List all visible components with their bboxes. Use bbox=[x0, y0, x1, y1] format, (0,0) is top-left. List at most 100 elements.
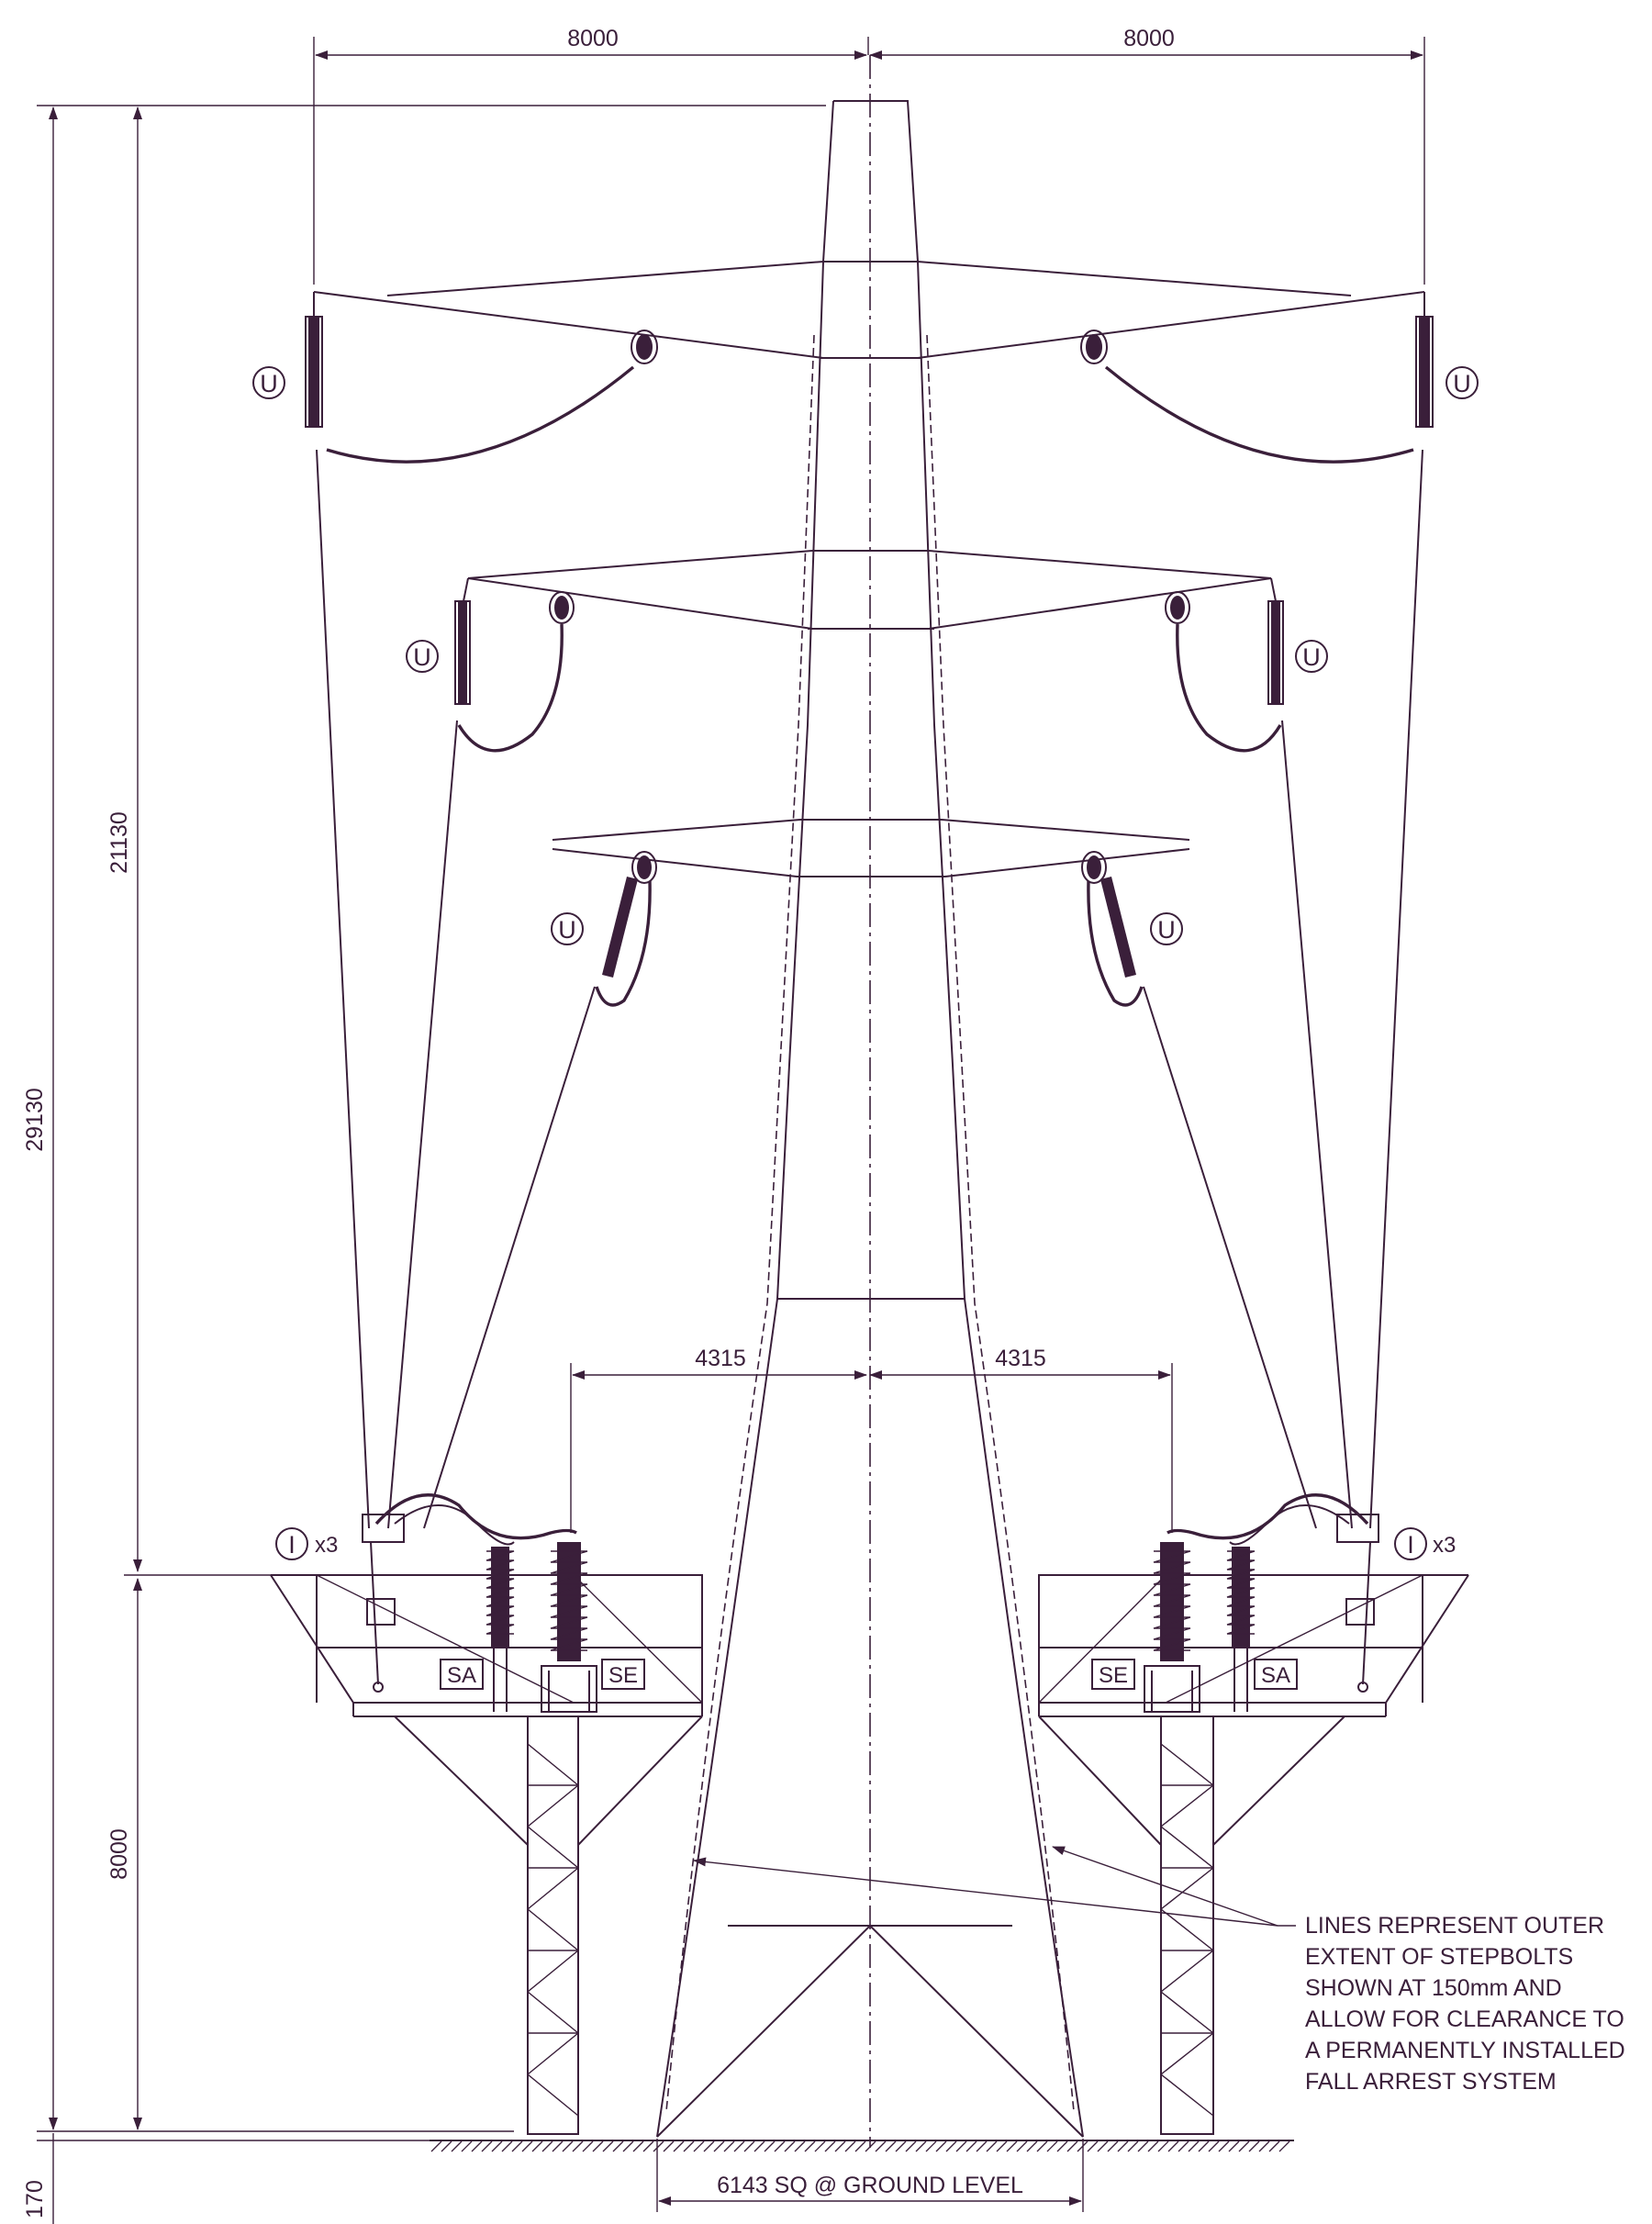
dim-top-left: 8000 bbox=[567, 26, 619, 51]
ground-hatch bbox=[885, 2140, 897, 2152]
ground-hatch bbox=[632, 2140, 644, 2152]
stepbolt-note: LINES REPRESENT OUTER EXTENT OF STEPBOLT… bbox=[1305, 1913, 1625, 2095]
ground-hatch bbox=[1208, 2140, 1220, 2152]
sa-box-left: SA bbox=[440, 1659, 484, 1690]
ground-hatch bbox=[653, 2140, 664, 2152]
ground-hatch bbox=[592, 2140, 604, 2152]
i-marker-right: I x3 bbox=[1394, 1527, 1456, 1560]
ground-hatch bbox=[905, 2140, 917, 2152]
ground-hatch bbox=[1097, 2140, 1109, 2152]
ground-hatch bbox=[844, 2140, 856, 2152]
ground-hatch bbox=[441, 2140, 452, 2152]
ground-hatch bbox=[986, 2140, 998, 2152]
sa-box-right: SA bbox=[1254, 1659, 1298, 1690]
ground-hatch bbox=[481, 2140, 493, 2152]
note-line-1: LINES REPRESENT OUTER bbox=[1305, 1913, 1604, 1939]
ground-hatch bbox=[1117, 2140, 1129, 2152]
ground-hatch bbox=[955, 2140, 967, 2152]
ground-hatch bbox=[1046, 2140, 1058, 2152]
ground-hatch bbox=[784, 2140, 796, 2152]
u-label: U bbox=[413, 643, 431, 671]
ground-hatch bbox=[572, 2140, 584, 2152]
ground-hatch bbox=[612, 2140, 624, 2152]
ground-hatch bbox=[471, 2140, 483, 2152]
ground-hatch bbox=[1066, 2140, 1078, 2152]
i-marker-left: I x3 bbox=[275, 1527, 338, 1560]
note-line-4: ALLOW FOR CLEARANCE TO bbox=[1305, 2006, 1624, 2032]
ground-hatch bbox=[945, 2140, 957, 2152]
dim-top-right: 8000 bbox=[1123, 26, 1175, 51]
ground-hatch bbox=[531, 2140, 543, 2152]
ground-hatch bbox=[1258, 2140, 1270, 2152]
ground-hatch bbox=[451, 2140, 463, 2152]
ground-hatch bbox=[1157, 2140, 1169, 2152]
ground-hatch bbox=[1278, 2140, 1290, 2152]
i-count: x3 bbox=[315, 1533, 338, 1558]
i-count: x3 bbox=[1433, 1533, 1456, 1558]
ground-hatch bbox=[1167, 2140, 1179, 2152]
ground-hatch bbox=[824, 2140, 836, 2152]
u-label: U bbox=[1302, 643, 1321, 671]
ground-hatch bbox=[622, 2140, 634, 2152]
ground-hatch bbox=[693, 2140, 705, 2152]
cross-arms bbox=[313, 261, 1425, 877]
note-line-3: SHOWN AT 150mm AND bbox=[1305, 1975, 1562, 2001]
svg-text:SE: SE bbox=[608, 1663, 638, 1688]
ground-hatch bbox=[673, 2140, 685, 2152]
ground-hatch bbox=[804, 2140, 816, 2152]
ground-hatch bbox=[713, 2140, 725, 2152]
ground-hatch bbox=[976, 2140, 988, 2152]
ground-hatch bbox=[521, 2140, 533, 2152]
ground-hatch bbox=[996, 2140, 1008, 2152]
note-line-5: A PERMANENTLY INSTALLED bbox=[1305, 2038, 1625, 2063]
right-platform bbox=[1038, 1514, 1469, 2135]
ground-hatch bbox=[895, 2140, 907, 2152]
u-label: U bbox=[1453, 370, 1471, 397]
ground-hatch bbox=[865, 2140, 876, 2152]
ground-hatch bbox=[723, 2140, 735, 2152]
ground-hatch bbox=[703, 2140, 715, 2152]
ground-hatch bbox=[541, 2140, 553, 2152]
ground-hatch bbox=[1137, 2140, 1149, 2152]
ground-hatch bbox=[1238, 2140, 1250, 2152]
note-leaders bbox=[693, 1846, 1296, 1927]
i-label: I bbox=[1407, 1531, 1414, 1559]
se-box-right: SE bbox=[1091, 1659, 1135, 1690]
ground-hatch bbox=[814, 2140, 826, 2152]
u-marker-mid-left: U bbox=[406, 640, 439, 673]
ground-hatch bbox=[1218, 2140, 1230, 2152]
svg-text:SA: SA bbox=[447, 1663, 476, 1688]
u-marker-top-right: U bbox=[1446, 366, 1479, 399]
ground-hatch bbox=[1248, 2140, 1260, 2152]
ground-hatch bbox=[663, 2140, 675, 2152]
svg-text:SA: SA bbox=[1261, 1663, 1290, 1688]
u-marker-low-right: U bbox=[1150, 912, 1183, 945]
ground-hatch bbox=[1188, 2140, 1200, 2152]
u-label: U bbox=[260, 370, 278, 397]
ground-hatch bbox=[491, 2140, 503, 2152]
ground-hatch bbox=[743, 2140, 755, 2152]
ground-hatch bbox=[733, 2140, 745, 2152]
ground-hatch bbox=[774, 2140, 786, 2152]
ground-hatch bbox=[1107, 2140, 1119, 2152]
ground-hatch bbox=[834, 2140, 846, 2152]
ground-hatch bbox=[461, 2140, 473, 2152]
ground-hatch bbox=[915, 2140, 927, 2152]
u-label: U bbox=[558, 916, 576, 944]
ground-hatch bbox=[1147, 2140, 1159, 2152]
ground-hatch bbox=[1016, 2140, 1028, 2152]
ground-hatch bbox=[764, 2140, 776, 2152]
ground-hatch bbox=[1036, 2140, 1048, 2152]
left-platform bbox=[270, 1514, 703, 2135]
ground-hatch bbox=[1087, 2140, 1099, 2152]
ground-hatch bbox=[1228, 2140, 1240, 2152]
ground-hatch bbox=[582, 2140, 594, 2152]
ground-hatch bbox=[854, 2140, 866, 2152]
ground-hatch bbox=[1268, 2140, 1280, 2152]
ground-hatch bbox=[1178, 2140, 1189, 2152]
dim-overall-height: 29130 bbox=[22, 1088, 48, 1152]
ground-hatch bbox=[935, 2140, 947, 2152]
ground-hatch bbox=[1077, 2140, 1088, 2152]
insulators-conductors bbox=[305, 292, 1434, 1546]
